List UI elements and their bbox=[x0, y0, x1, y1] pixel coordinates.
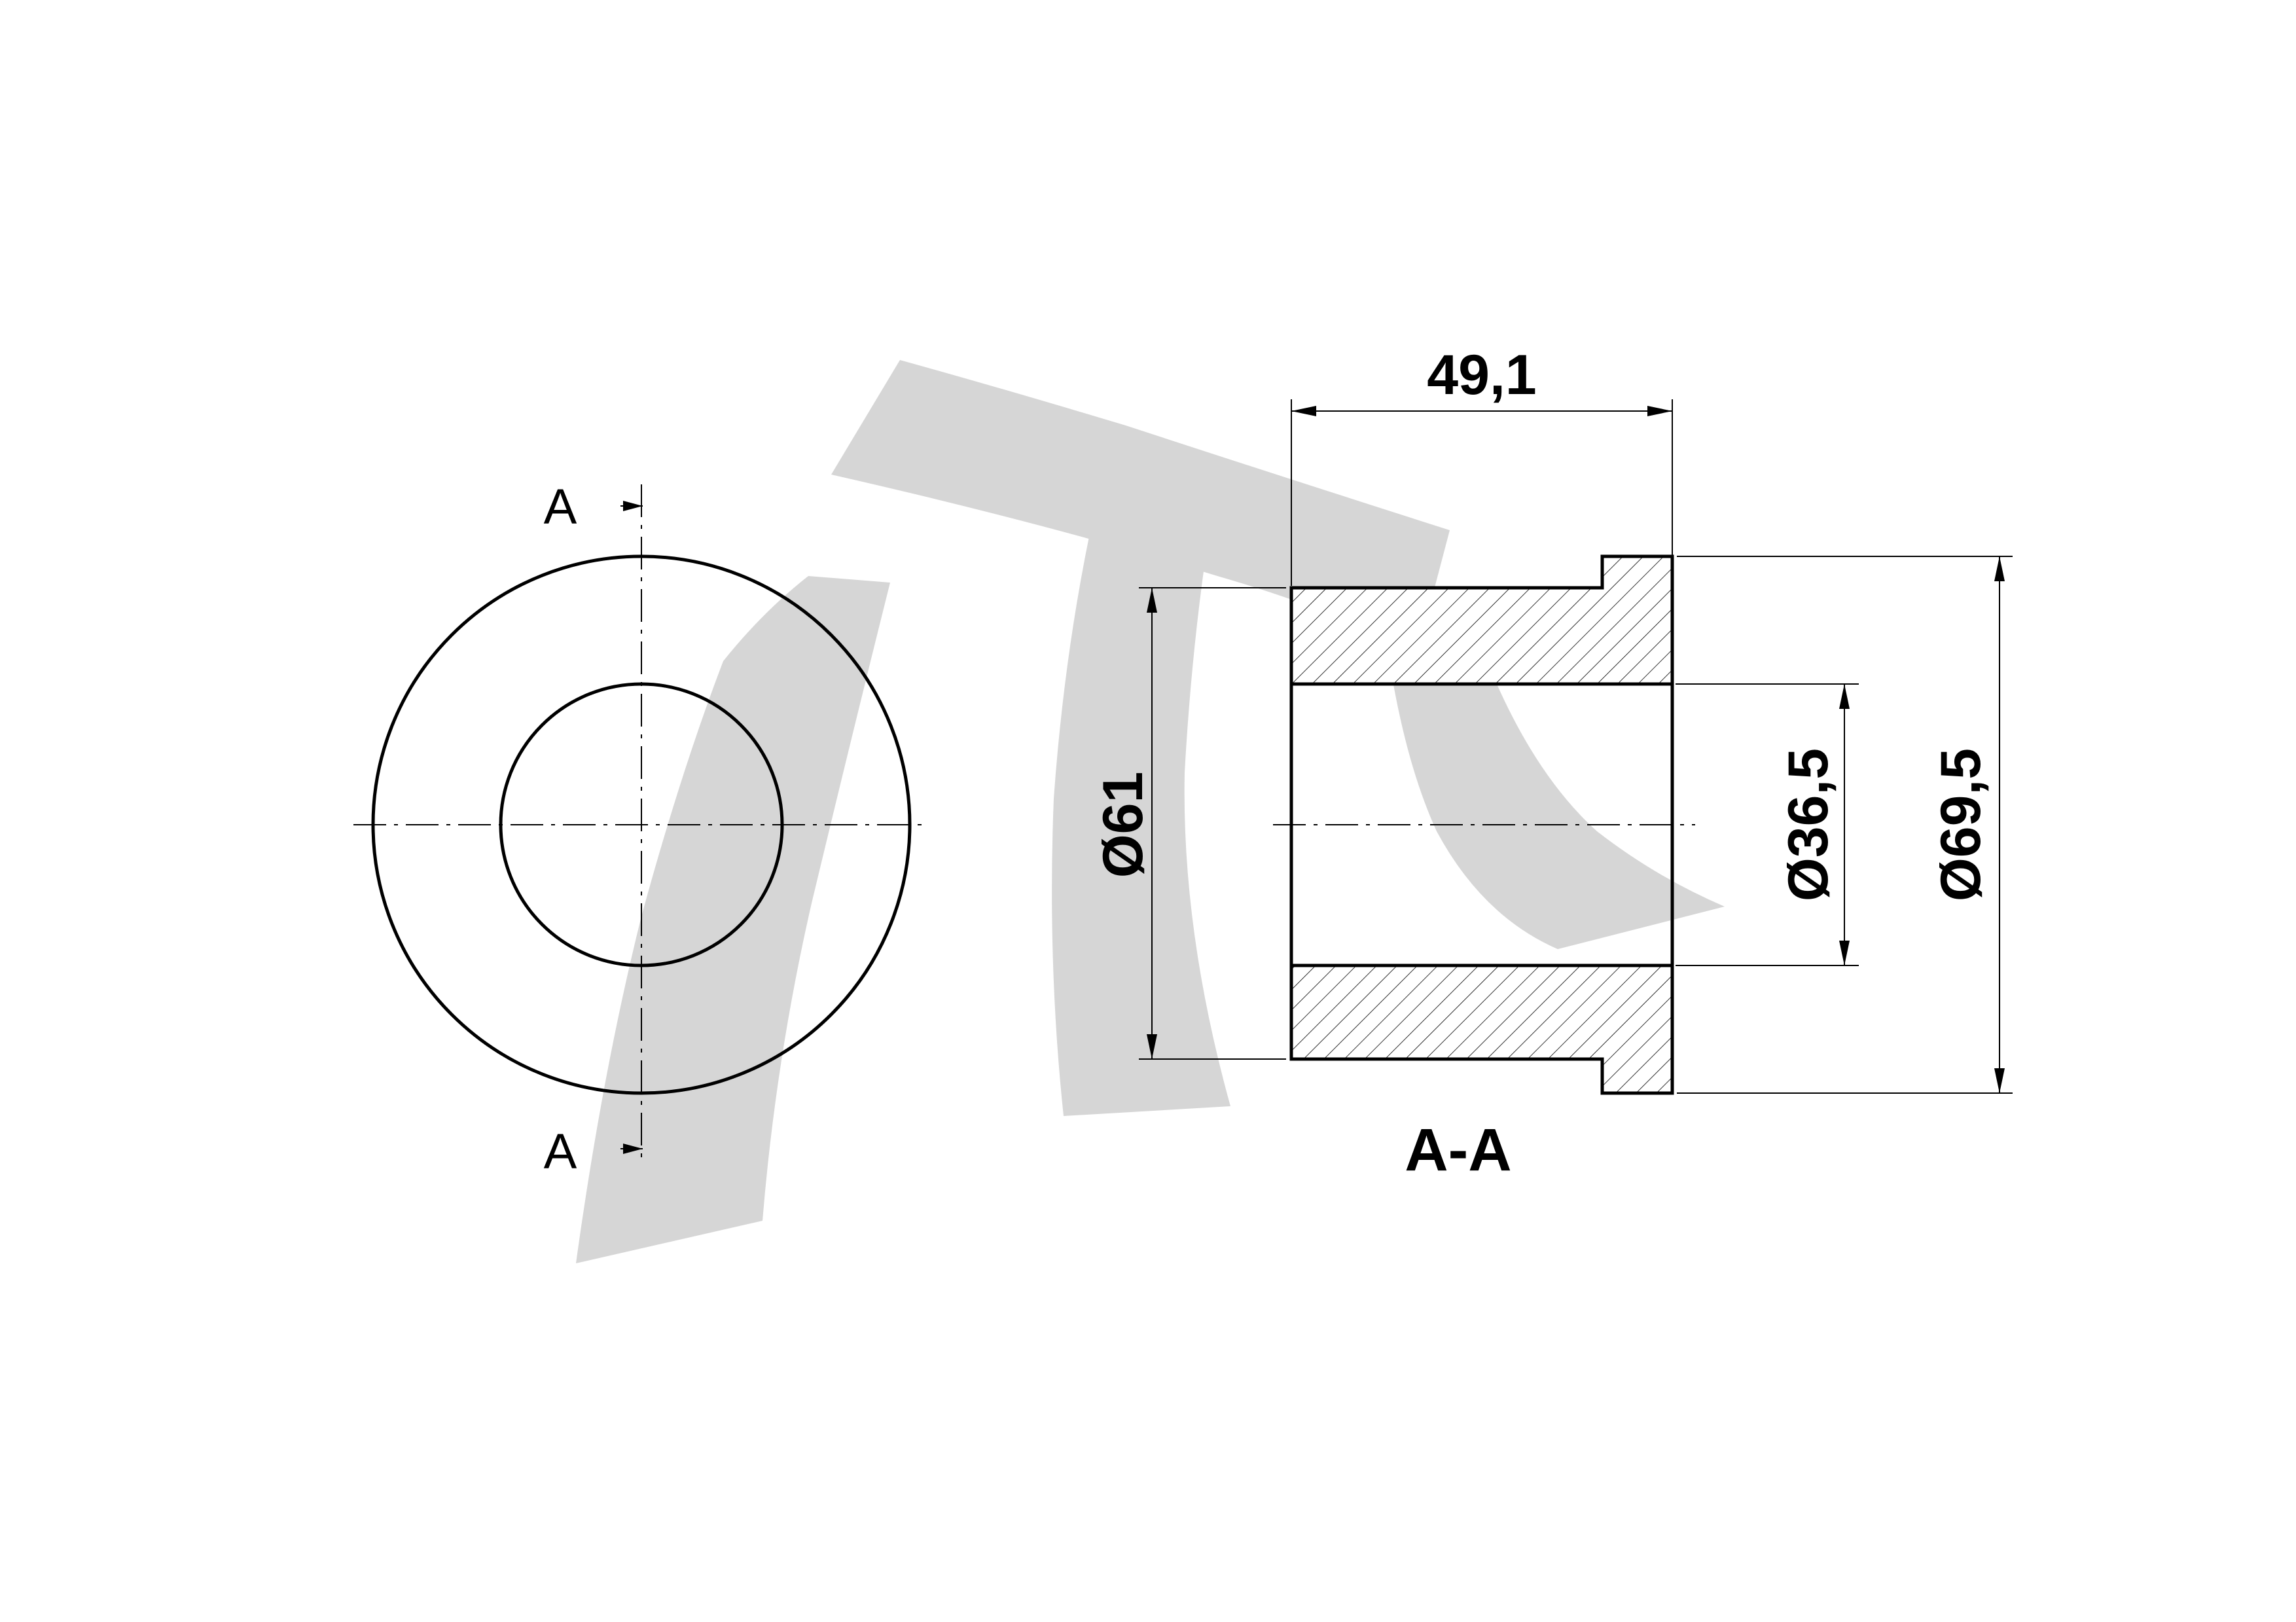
dimension-body-diameter: Ø61 bbox=[1092, 587, 1286, 1060]
dimension-bore-diameter-label: Ø36,5 bbox=[1777, 748, 1840, 901]
arrow-length-left bbox=[1291, 406, 1316, 416]
logo-left-stroke bbox=[576, 576, 890, 1263]
arrow-body-bottom bbox=[1147, 1034, 1157, 1059]
dimension-flange-diameter-label: Ø69,5 bbox=[1929, 748, 1992, 901]
dimension-flange-diameter: Ø69,5 bbox=[1677, 556, 2013, 1094]
front-view: A A bbox=[353, 479, 929, 1180]
section-title: A-A bbox=[1405, 1117, 1512, 1183]
dimension-length-label: 49,1 bbox=[1427, 344, 1536, 406]
dimension-body-diameter-label: Ø61 bbox=[1092, 772, 1155, 878]
section-view: 49,1 Ø61 Ø36,5 Ø69,5 bbox=[1092, 344, 2013, 1183]
cut-marker-top-label: A bbox=[544, 479, 577, 535]
arrow-length-right bbox=[1647, 406, 1672, 416]
logo-middle-stroke bbox=[1052, 533, 1230, 1116]
arrow-bore-top bbox=[1839, 684, 1850, 709]
cut-marker-bottom-arrow bbox=[623, 1144, 643, 1154]
dimension-bore-diameter: Ø36,5 bbox=[1676, 683, 1859, 966]
arrow-body-top bbox=[1147, 588, 1157, 613]
arrow-flange-top bbox=[1994, 556, 2005, 581]
cut-marker-top-arrow bbox=[623, 501, 643, 511]
section-lower-wall bbox=[1289, 964, 1674, 1095]
arrow-flange-bottom bbox=[1994, 1068, 2005, 1093]
cut-marker-bottom-label: A bbox=[544, 1124, 577, 1180]
logo-right-stroke bbox=[1384, 625, 1725, 949]
logo-top-bar bbox=[831, 360, 1450, 655]
dimension-length: 49,1 bbox=[1291, 344, 1673, 586]
arrow-bore-bottom bbox=[1839, 941, 1850, 965]
